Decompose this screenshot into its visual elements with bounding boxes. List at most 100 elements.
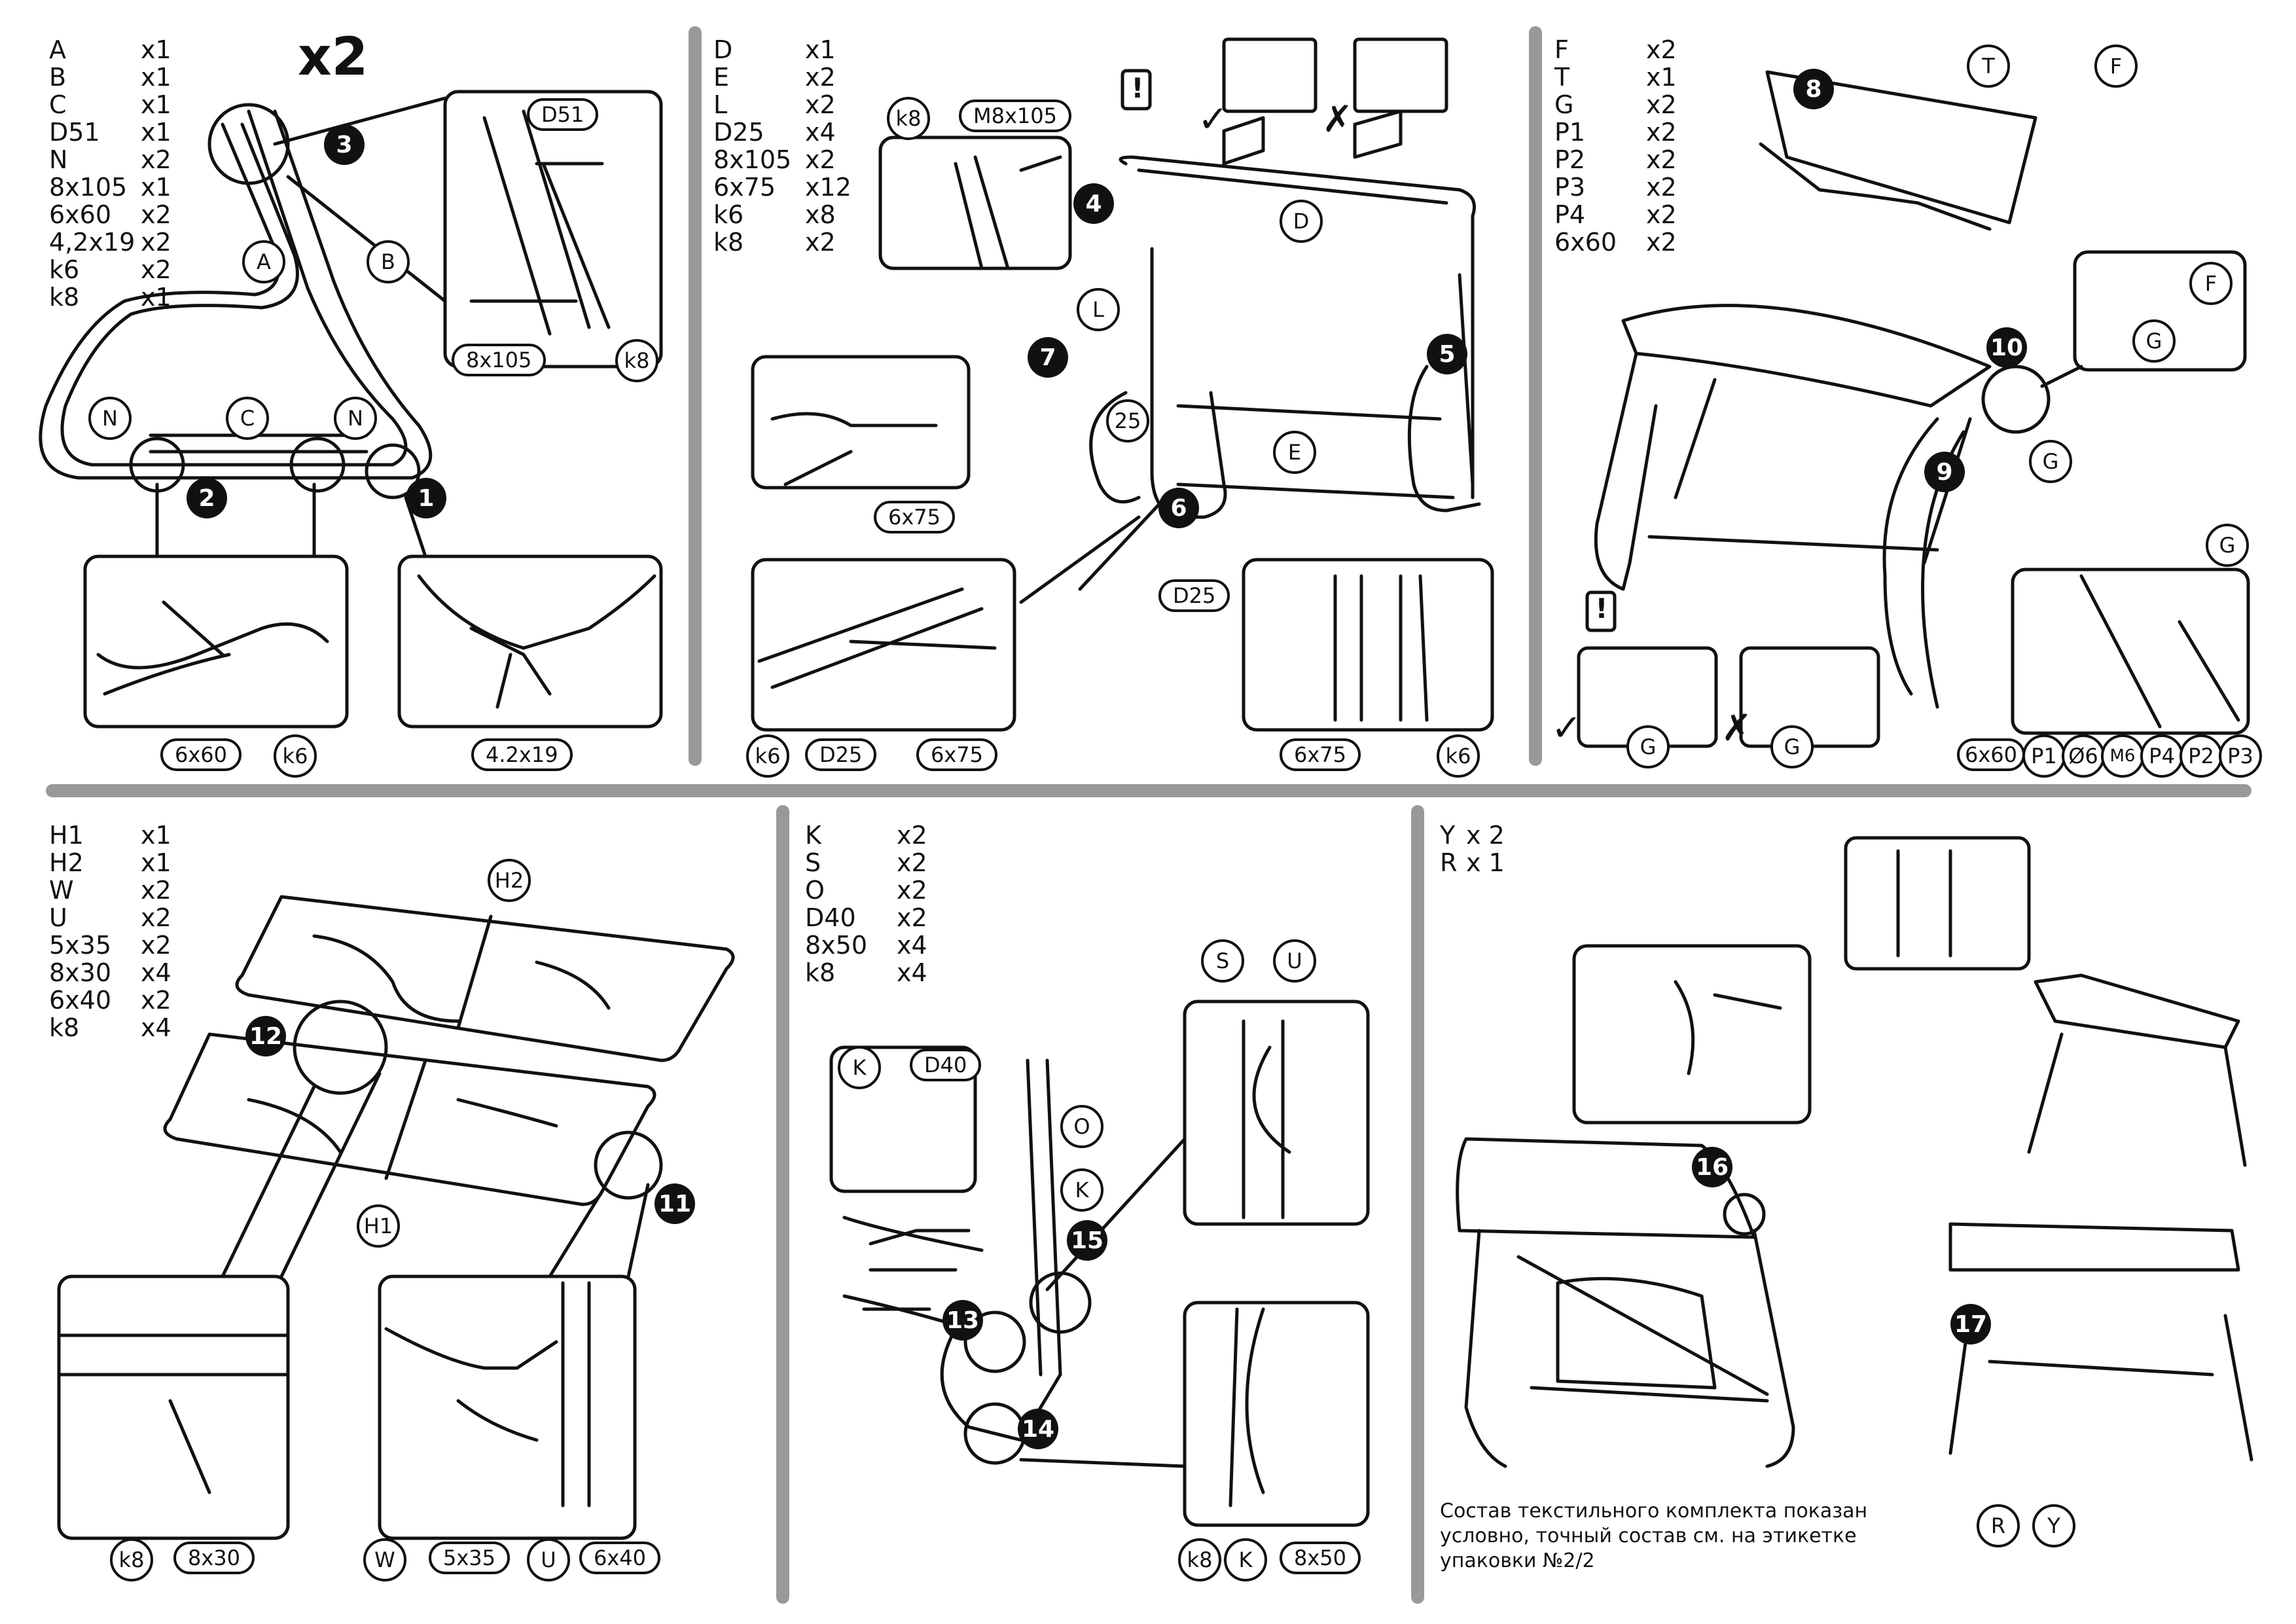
part-qty: x2 <box>141 876 171 905</box>
label-d51: D51 <box>527 98 599 131</box>
part-qty: x2 <box>1646 228 1677 257</box>
step-11: 11 <box>655 1183 695 1224</box>
label-f: F <box>2094 45 2138 88</box>
part-code: P4 <box>1554 200 1586 229</box>
warning-icon: ! <box>1595 592 1608 624</box>
part-qty: x2 <box>805 63 836 92</box>
label-s: S <box>1201 939 1244 983</box>
part-code: 8x105 <box>49 173 128 202</box>
part-code: H1 <box>49 821 84 850</box>
part-qty: x1 <box>141 118 171 147</box>
label-g: G <box>2132 319 2176 363</box>
label-g: G <box>1770 725 1814 768</box>
label-n: N <box>334 397 377 440</box>
final-assembly-drawing <box>1456 836 2253 1468</box>
part-code: B <box>49 63 67 92</box>
part-qty: x2 <box>897 903 927 932</box>
label-d: D <box>1280 200 1323 243</box>
part-code: 6x40 <box>49 986 112 1015</box>
label-m6: M6 <box>2101 734 2144 778</box>
part-qty: x1 <box>141 283 171 312</box>
part-row: D51 x1 <box>49 118 200 146</box>
side-frame-drawing <box>39 90 663 729</box>
part-qty: x2 <box>141 200 171 229</box>
label-a: A <box>242 240 285 283</box>
part-qty: x 1 <box>1466 848 1505 877</box>
step-6: 6 <box>1158 488 1199 528</box>
label-screw-4-2x19: 4.2x19 <box>471 738 573 771</box>
label-p3: P3 <box>2219 734 2262 778</box>
label-f: F <box>2189 262 2233 305</box>
part-code: D51 <box>49 118 100 147</box>
step-10: 10 <box>1986 327 2027 368</box>
checkmark-icon: ✓ <box>1198 98 1229 141</box>
step-16: 16 <box>1692 1147 1732 1187</box>
part-qty: x2 <box>141 903 171 932</box>
part-code: D <box>713 35 733 64</box>
label-k8: k8 <box>110 1538 153 1581</box>
label-screw-6x40: 6x40 <box>579 1542 661 1574</box>
part-code: G <box>1554 90 1574 119</box>
label-d40: D40 <box>910 1049 982 1081</box>
label-y: Y <box>2032 1504 2075 1547</box>
step-5: 5 <box>1427 334 1467 374</box>
label-k: K <box>838 1046 881 1089</box>
part-code: C <box>49 90 67 119</box>
part-code: H2 <box>49 848 84 877</box>
part-qty: x2 <box>1646 173 1677 202</box>
label-u: U <box>1273 939 1316 983</box>
label-screw-5x35: 5x35 <box>429 1542 511 1574</box>
label-k8: k8 <box>887 97 930 140</box>
part-qty: x2 <box>1646 200 1677 229</box>
label-k: K <box>1060 1168 1103 1212</box>
label-p1: P1 <box>2022 734 2066 778</box>
part-qty: x1 <box>1646 63 1677 92</box>
part-qty: x2 <box>141 255 171 284</box>
part-code: L <box>713 90 728 119</box>
part-code: N <box>49 145 68 174</box>
textile-note: Состав текстильного комплекта показан ус… <box>1440 1500 1868 1572</box>
step-8: 8 <box>1793 69 1834 109</box>
label-p2: P2 <box>2179 734 2223 778</box>
step-12: 12 <box>245 1016 286 1056</box>
part-code: k8 <box>49 1013 80 1042</box>
label-b: B <box>367 240 410 283</box>
part-qty: x2 <box>897 876 927 905</box>
part-qty: x8 <box>805 200 836 229</box>
part-row: P4 x2 <box>1554 201 1705 228</box>
part-code: P3 <box>1554 173 1586 202</box>
label-e: E <box>1273 431 1316 474</box>
step-14: 14 <box>1018 1409 1058 1449</box>
label-bolt-m8x105: M8x105 <box>959 99 1071 132</box>
part-code: P2 <box>1554 145 1586 174</box>
label-r: R <box>1977 1504 2020 1547</box>
label-h1: H1 <box>357 1204 400 1248</box>
part-code: S <box>805 848 821 877</box>
part-qty: x2 <box>1646 145 1677 174</box>
label-w: W <box>363 1538 406 1581</box>
label-d25: D25 <box>1158 579 1230 612</box>
part-code: T <box>1554 63 1570 92</box>
part-qty: x4 <box>141 1013 171 1042</box>
step-15: 15 <box>1067 1220 1107 1261</box>
cross-icon: ✗ <box>1721 707 1752 749</box>
